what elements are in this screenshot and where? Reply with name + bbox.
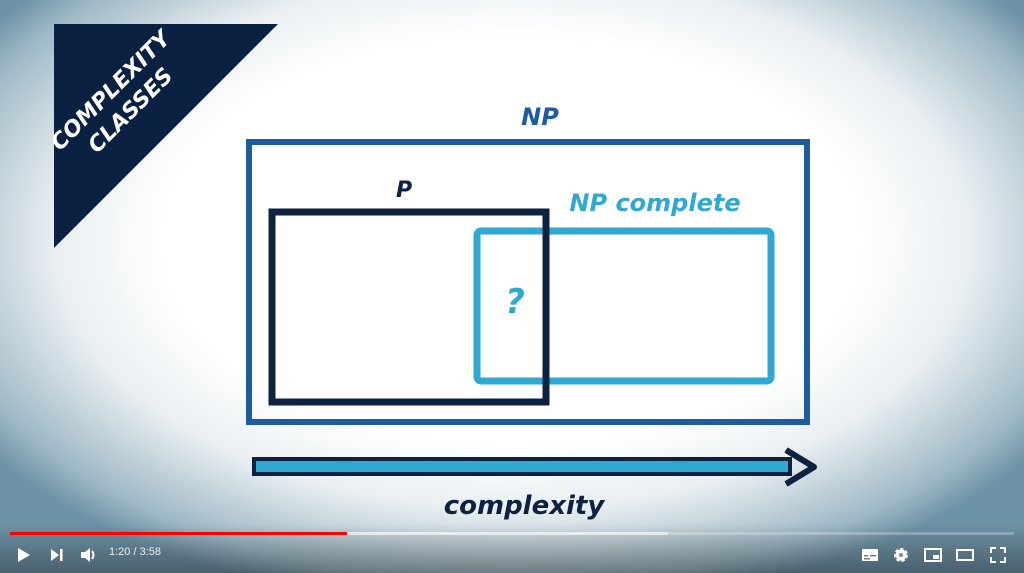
progress-bar[interactable]: [10, 532, 1014, 535]
player-controls: 1:20 / 3:58: [0, 523, 1024, 573]
np-box: [246, 139, 810, 425]
theater-icon: [956, 549, 974, 561]
axis-label: complexity: [444, 491, 606, 521]
theater-mode-button[interactable]: [953, 543, 977, 567]
fullscreen-icon: [990, 547, 1006, 563]
next-icon: [51, 549, 63, 561]
fullscreen-button[interactable]: [986, 543, 1010, 567]
play-button[interactable]: [12, 543, 36, 567]
p-box: [268, 208, 550, 406]
play-icon: [18, 548, 30, 562]
np-complete-label: NP complete: [569, 189, 740, 217]
time-display: 1:20 / 3:58: [109, 546, 162, 558]
next-button[interactable]: [45, 543, 69, 567]
miniplayer-button[interactable]: [921, 543, 945, 567]
subtitles-icon: [862, 549, 878, 561]
p-label: P: [396, 178, 412, 203]
np-complete-box: [473, 227, 775, 385]
complexity-arrow: [252, 447, 817, 487]
settings-button[interactable]: [889, 543, 913, 567]
banner-triangle: [54, 24, 278, 248]
miniplayer-icon: [924, 548, 942, 562]
duration: 3:58: [139, 546, 162, 558]
volume-button[interactable]: [77, 543, 101, 567]
subtitles-button[interactable]: [858, 543, 882, 567]
current-time: 1:20: [109, 546, 131, 558]
question-mark: ?: [505, 282, 525, 322]
np-label: NP: [521, 103, 559, 131]
gear-icon: [894, 548, 908, 562]
played-bar: [10, 532, 348, 535]
volume-icon: [81, 548, 95, 562]
